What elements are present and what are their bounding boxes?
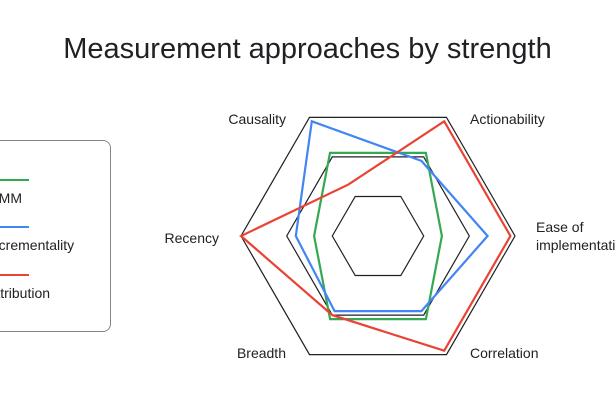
legend-label-mmm: MMM (0, 190, 22, 206)
axis-label-recency: Recency (165, 230, 219, 246)
legend-label-incrementality: Incrementality (0, 237, 75, 253)
axis-label-causality: Causality (228, 111, 286, 127)
axis-label-actionability: Actionability (470, 111, 545, 127)
legend-label-attribution: Attribution (0, 285, 51, 301)
axis-label-correlation: Correlation (470, 345, 538, 361)
chart-title: Measurement approaches by strength (63, 33, 552, 65)
legend: MMM Incrementality Attribution (0, 140, 111, 332)
grid-ring-3 (240, 116, 516, 356)
series-mmm-line (312, 151, 444, 321)
legend-swatch-incrementality (0, 226, 29, 228)
axis-label-breadth: Breadth (237, 345, 286, 361)
series-attribution-line (239, 119, 512, 353)
legend-swatch-attribution (0, 274, 29, 276)
series-incrementality-line (294, 119, 490, 313)
axis-label-ease-of-implementation: Ease ofimplementation (536, 219, 615, 253)
grid-ring-1 (331, 195, 425, 277)
legend-swatch-mmm (0, 179, 29, 181)
